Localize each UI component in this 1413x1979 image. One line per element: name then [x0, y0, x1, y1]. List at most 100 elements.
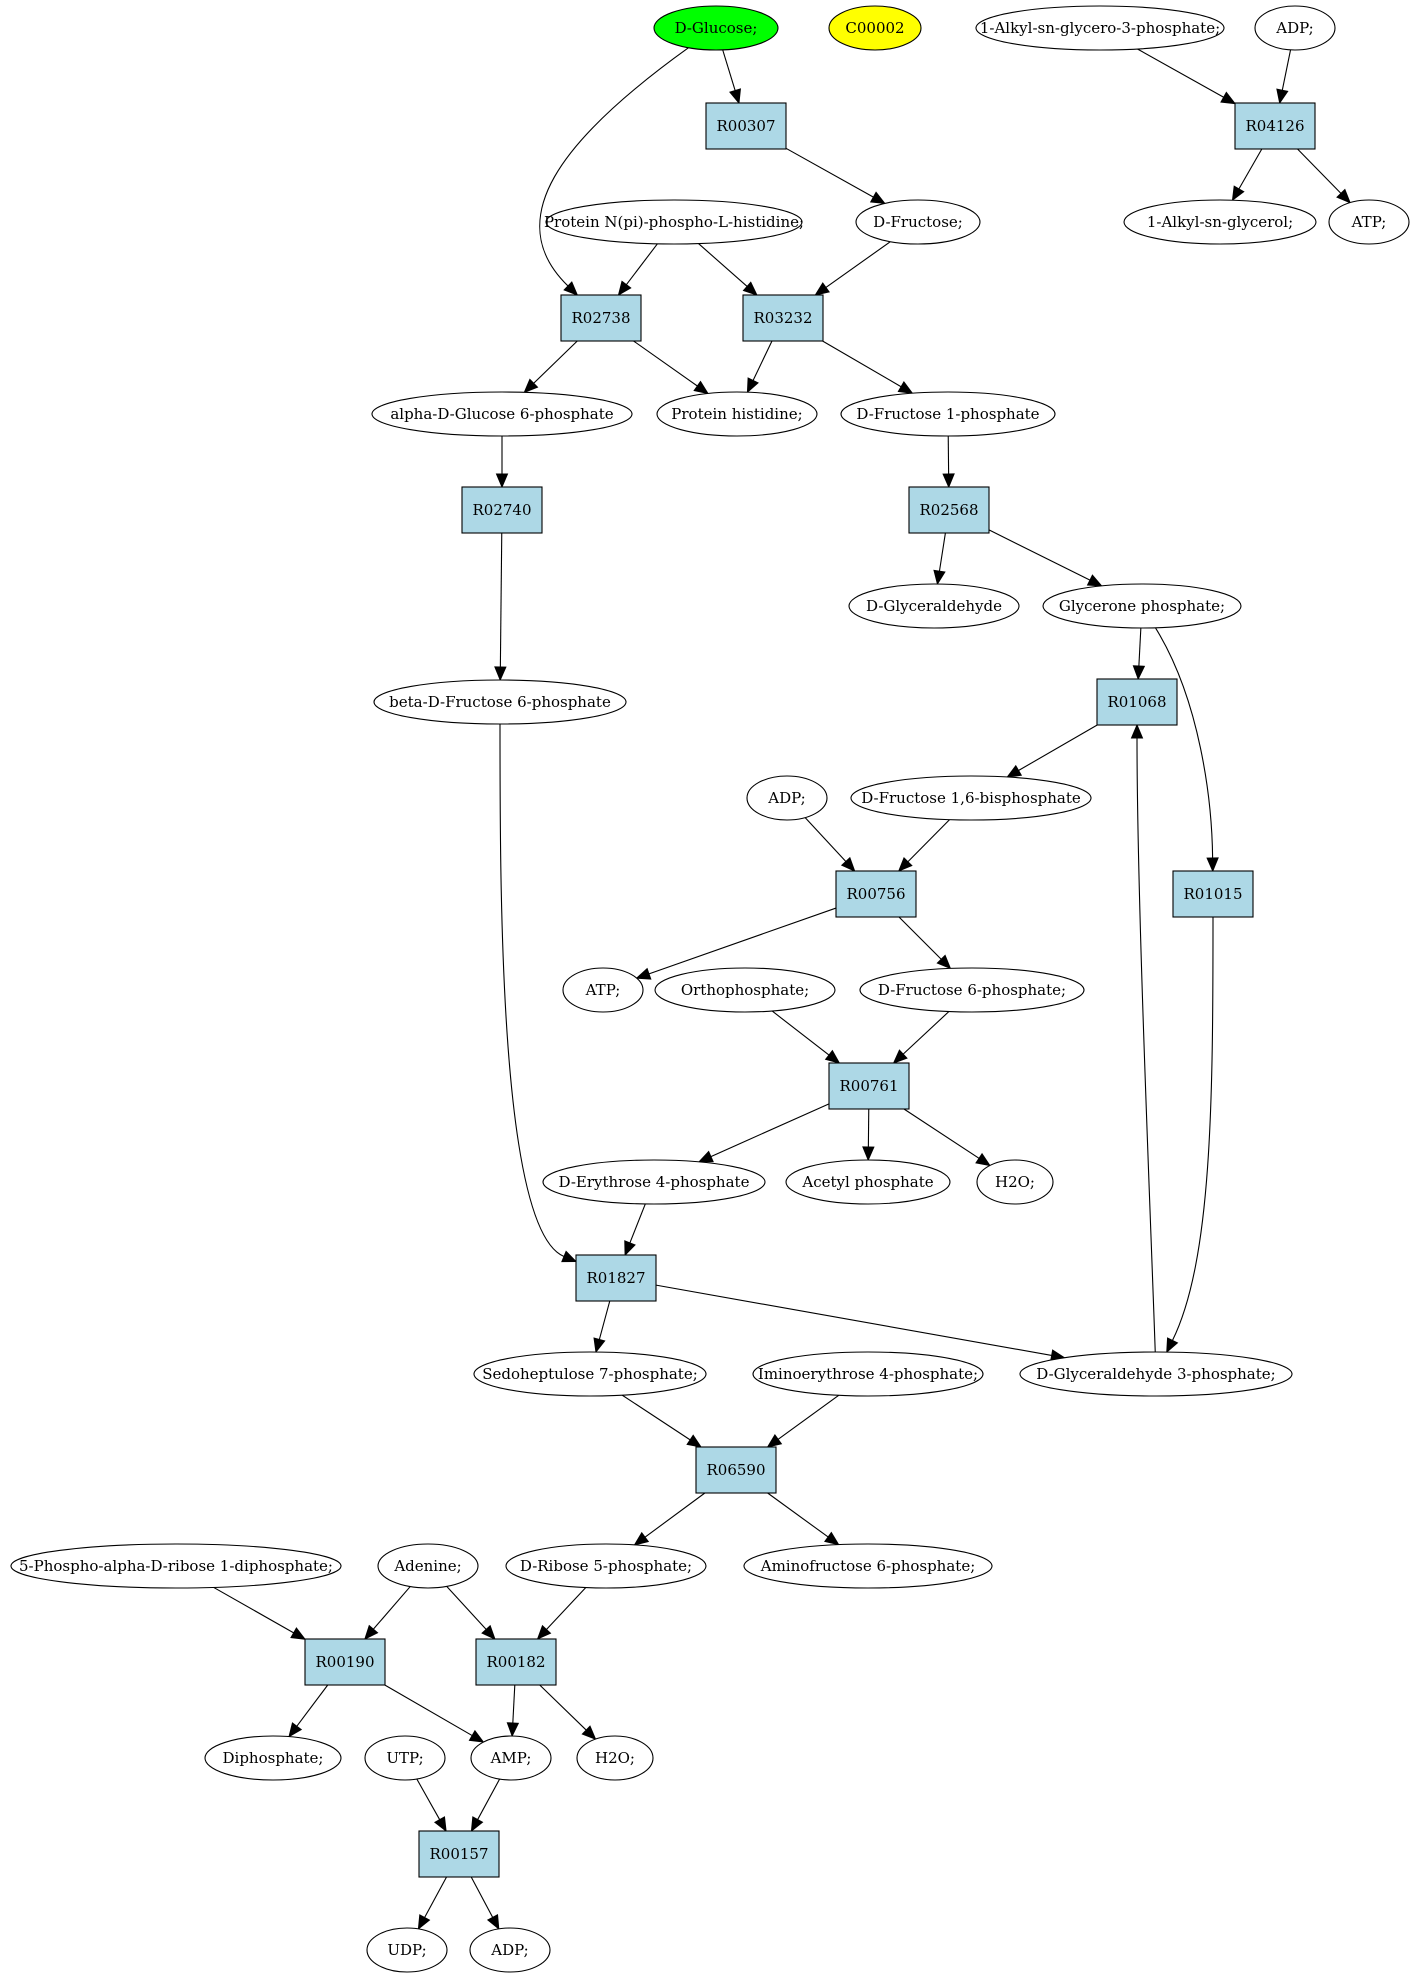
compound-node-h2o-bot[interactable]: H2O; — [576, 1735, 654, 1781]
compound-node-c00002[interactable]: C00002 — [828, 5, 922, 51]
reaction-node-r00190[interactable]: R00190 — [304, 1638, 386, 1686]
arrowhead-r01068-to-c_df16bp — [1006, 764, 1023, 778]
compound-node-ag6p[interactable]: alpha-D-Glucose 6-phosphate — [371, 391, 633, 437]
edge-c_dfructose-to-r03232 — [825, 241, 891, 288]
arrowhead-r00182-to-c_amp — [506, 1722, 520, 1738]
reaction-box — [1096, 678, 1178, 726]
reaction-node-r00157[interactable]: R00157 — [418, 1830, 500, 1878]
compound-label: D-Glyceraldehyde 3-phosphate; — [1036, 1365, 1275, 1383]
arrowhead-c_adp_mid-to-r00756 — [840, 856, 856, 872]
edge-c_protnpi-to-r02738 — [625, 243, 658, 285]
compound-node-imino[interactable]: Iminoerythrose 4-phosphate; — [752, 1351, 984, 1397]
reaction-node-r00756[interactable]: R00756 — [835, 870, 917, 918]
reaction-box — [560, 294, 642, 342]
compound-ellipse — [562, 967, 644, 1013]
compound-node-r5p[interactable]: D-Ribose 5-phosphate; — [505, 1543, 707, 1589]
compound-node-diphos[interactable]: Diphosphate; — [204, 1735, 342, 1781]
arrowhead-r00182-to-c_h2o_bot — [581, 1725, 597, 1741]
compound-node-glucose[interactable]: D-Glucose; — [653, 5, 779, 51]
edge-r02568-to-c_dglyald — [938, 532, 946, 572]
reaction-node-r04126[interactable]: R04126 — [1234, 102, 1316, 150]
compound-node-protnpi[interactable]: Protein N(pi)-phospho-L-histidine; — [544, 199, 804, 245]
reaction-node-r00182[interactable]: R00182 — [475, 1638, 557, 1686]
edge-c_ortho-to-r00761 — [771, 1010, 830, 1056]
edge-r02568-to-c_glycp — [988, 529, 1091, 581]
reaction-node-r01068[interactable]: R01068 — [1096, 678, 1178, 726]
arrowhead-r00761-to-c_h2o_mid — [975, 1152, 991, 1167]
compound-node-df6p[interactable]: D-Fructose 6-phosphate; — [859, 967, 1085, 1013]
compound-node-s7p[interactable]: Sedoheptulose 7-phosphate; — [473, 1351, 707, 1397]
compound-node-prothis[interactable]: Protein histidine; — [656, 391, 818, 437]
compound-label: beta-D-Fructose 6-phosphate — [389, 693, 611, 711]
compound-node-adp-mid[interactable]: ADP; — [746, 775, 828, 821]
compound-node-glycp[interactable]: Glycerone phosphate; — [1042, 583, 1242, 629]
reaction-box — [695, 1446, 777, 1494]
arrowhead-c_dfructose-to-r03232 — [814, 282, 830, 296]
compound-node-udp[interactable]: UDP; — [366, 1927, 448, 1973]
arrowhead-c_df16bp-to-r00756 — [897, 857, 913, 872]
reaction-node-r06590[interactable]: R06590 — [695, 1446, 777, 1494]
compound-node-bf6p[interactable]: beta-D-Fructose 6-phosphate — [373, 679, 627, 725]
compound-label: ADP; — [767, 789, 805, 807]
compound-node-g3p[interactable]: D-Glyceraldehyde 3-phosphate; — [1019, 1351, 1293, 1397]
edge-r04126-to-c_alkylg — [1238, 148, 1263, 190]
arrowhead-r00756-to-c_atp_mid — [635, 967, 652, 980]
compound-label: D-Ribose 5-phosphate; — [520, 1557, 692, 1575]
compound-ellipse — [576, 1735, 654, 1781]
reaction-node-r03232[interactable]: R03232 — [742, 294, 824, 342]
compound-node-dglyald[interactable]: D-Glyceraldehyde — [848, 583, 1020, 629]
reaction-node-r02738[interactable]: R02738 — [560, 294, 642, 342]
reaction-node-r01827[interactable]: R01827 — [575, 1254, 657, 1302]
compound-label: UTP; — [386, 1749, 423, 1767]
reaction-node-r01015[interactable]: R01015 — [1172, 870, 1254, 918]
reaction-label: R01015 — [1183, 885, 1242, 903]
edges-layer — [213, 47, 1351, 1931]
compound-node-h2o-mid[interactable]: H2O; — [976, 1159, 1054, 1205]
reaction-node-r02568[interactable]: R02568 — [908, 486, 990, 534]
edge-r03232-to-c_prothis — [752, 340, 773, 381]
compound-ellipse — [752, 1351, 984, 1397]
compound-ellipse — [542, 1159, 766, 1205]
compound-node-de4p[interactable]: D-Erythrose 4-phosphate — [542, 1159, 766, 1205]
compound-node-adp-top[interactable]: ADP; — [1254, 5, 1336, 51]
compound-node-amp[interactable]: AMP; — [470, 1735, 552, 1781]
compound-ellipse — [859, 967, 1085, 1013]
edge-c_glycp-to-r01015 — [1154, 627, 1214, 859]
compound-node-aminof6p[interactable]: Aminofructose 6-phosphate; — [743, 1543, 993, 1589]
compound-node-alkylgp[interactable]: 1-Alkyl-sn-glycero-3-phosphate; — [975, 5, 1225, 51]
compound-node-ortho[interactable]: Orthophosphate; — [654, 967, 836, 1013]
compound-node-adp-bot[interactable]: ADP; — [469, 1927, 551, 1973]
reaction-node-r02740[interactable]: R02740 — [461, 486, 543, 534]
compound-ellipse — [204, 1735, 342, 1781]
edge-r00182-to-c_amp — [512, 1684, 516, 1724]
compound-node-atp-mid[interactable]: ATP; — [562, 967, 644, 1013]
compound-node-dfructose[interactable]: D-Fructose; — [855, 199, 981, 245]
compound-node-adenine[interactable]: Adenine; — [377, 1543, 479, 1589]
edge-r02740-to-c_bf6p — [499, 532, 503, 668]
reaction-box — [1172, 870, 1254, 918]
compound-node-df1p[interactable]: D-Fructose 1-phosphate — [840, 391, 1056, 437]
nodes-layer: D-Glucose; C00002 1-Alkyl-sn-glycero-3-pho… — [10, 5, 1410, 1973]
edge-c_df16bp-to-r00756 — [907, 819, 950, 863]
arrowhead-c_df1p-to-r02568 — [942, 473, 955, 489]
reaction-node-r00761[interactable]: R00761 — [828, 1062, 910, 1110]
reaction-label: R00182 — [486, 1653, 545, 1671]
compound-ellipse — [855, 199, 981, 245]
compound-node-acetylp[interactable]: Acetyl phosphate — [785, 1159, 951, 1205]
edge-r00756-to-c_df6p — [898, 916, 942, 960]
compound-ellipse — [1019, 1351, 1293, 1397]
edge-r02738-to-c_ag6p — [533, 340, 578, 384]
compound-ellipse — [746, 775, 828, 821]
compound-node-prpp[interactable]: 5-Phospho-alpha-D-ribose 1-diphosphate; — [10, 1543, 342, 1589]
reaction-box — [461, 486, 543, 534]
arrowhead-c_de4p-to-r01827 — [624, 1240, 636, 1257]
arrowhead-c_adenine-to-r00190 — [364, 1624, 379, 1640]
compound-node-utp[interactable]: UTP; — [364, 1735, 446, 1781]
arrowhead-r01827-to-c_s7p — [593, 1337, 606, 1354]
reaction-node-r00307[interactable]: R00307 — [705, 102, 787, 150]
compound-ellipse — [785, 1159, 951, 1205]
compound-node-df16bp[interactable]: D-Fructose 1,6-bisphosphate — [850, 775, 1092, 821]
compound-node-atp-top[interactable]: ATP; — [1328, 199, 1410, 245]
compound-node-alkylg[interactable]: 1-Alkyl-sn-glycerol; — [1123, 199, 1317, 245]
compound-ellipse — [373, 679, 627, 725]
